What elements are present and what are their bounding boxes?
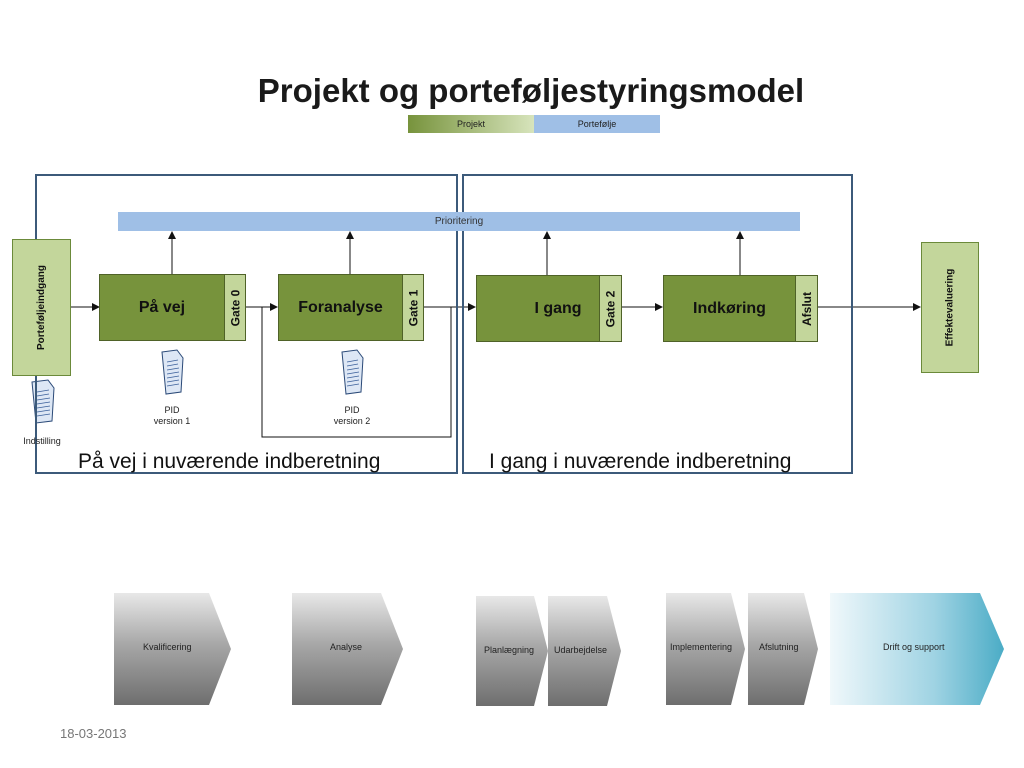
gate-afslut: Afslut: [795, 275, 818, 342]
stage-foranalyse: Foranalyse: [278, 274, 403, 341]
frame-label-pa-vej: På vej i nuværende indberetning: [78, 450, 381, 473]
portefoljeindgang-box: Porteføljeindgang: [12, 239, 71, 376]
gate-1: Gate 1: [402, 274, 424, 341]
gate-2: Gate 2: [599, 275, 622, 342]
stage-pa-vej-label: På vej: [138, 298, 186, 316]
chevron-afslutning: [748, 593, 818, 705]
stage-pa-vej: På vej: [99, 274, 225, 341]
pid1-line1: PID: [164, 405, 180, 415]
chevron-drift-og-support: [830, 593, 1004, 705]
indstilling-label: Indstilling: [23, 436, 61, 446]
stage-i-gang-label: I gang: [534, 299, 582, 317]
pid2-line2: version 2: [333, 416, 371, 426]
legend-projekt: Projekt: [408, 115, 534, 133]
pid1-line2: version 1: [153, 416, 191, 426]
legend-portefolje: Portefølje: [534, 115, 660, 133]
stage-indkoring: Indkøring: [663, 275, 796, 342]
stage-foranalyse-label: Foranalyse: [298, 298, 383, 316]
gate-0: Gate 0: [224, 274, 246, 341]
stage-indkoring-label: Indkøring: [693, 299, 766, 317]
chevron-planlaegning: [476, 596, 548, 706]
document-icon-pid1: [161, 349, 184, 395]
page-title: Projekt og porteføljestyringsmodel: [257, 72, 805, 109]
pid2-line1: PID: [344, 405, 360, 415]
chevron-udarbejdelse: [548, 596, 621, 706]
slide-date: 18-03-2013: [60, 726, 127, 741]
effektevaluering-box: Effektevaluering: [921, 242, 979, 373]
document-icon-pid2: [341, 349, 364, 395]
chevron-kvalificering: [114, 593, 231, 705]
bypass-line: [261, 307, 452, 438]
prioritering-bar: Prioritering: [118, 212, 800, 231]
frame-label-i-gang: I gang i nuværende indberetning: [489, 450, 792, 473]
document-icon-indstilling: [31, 379, 55, 424]
pid1-label: PID version 1: [142, 405, 202, 427]
chevron-analyse: [292, 593, 403, 705]
frame-i-gang: [462, 174, 853, 474]
chevron-implementering: [666, 593, 745, 705]
pid2-label: PID version 2: [322, 405, 382, 427]
